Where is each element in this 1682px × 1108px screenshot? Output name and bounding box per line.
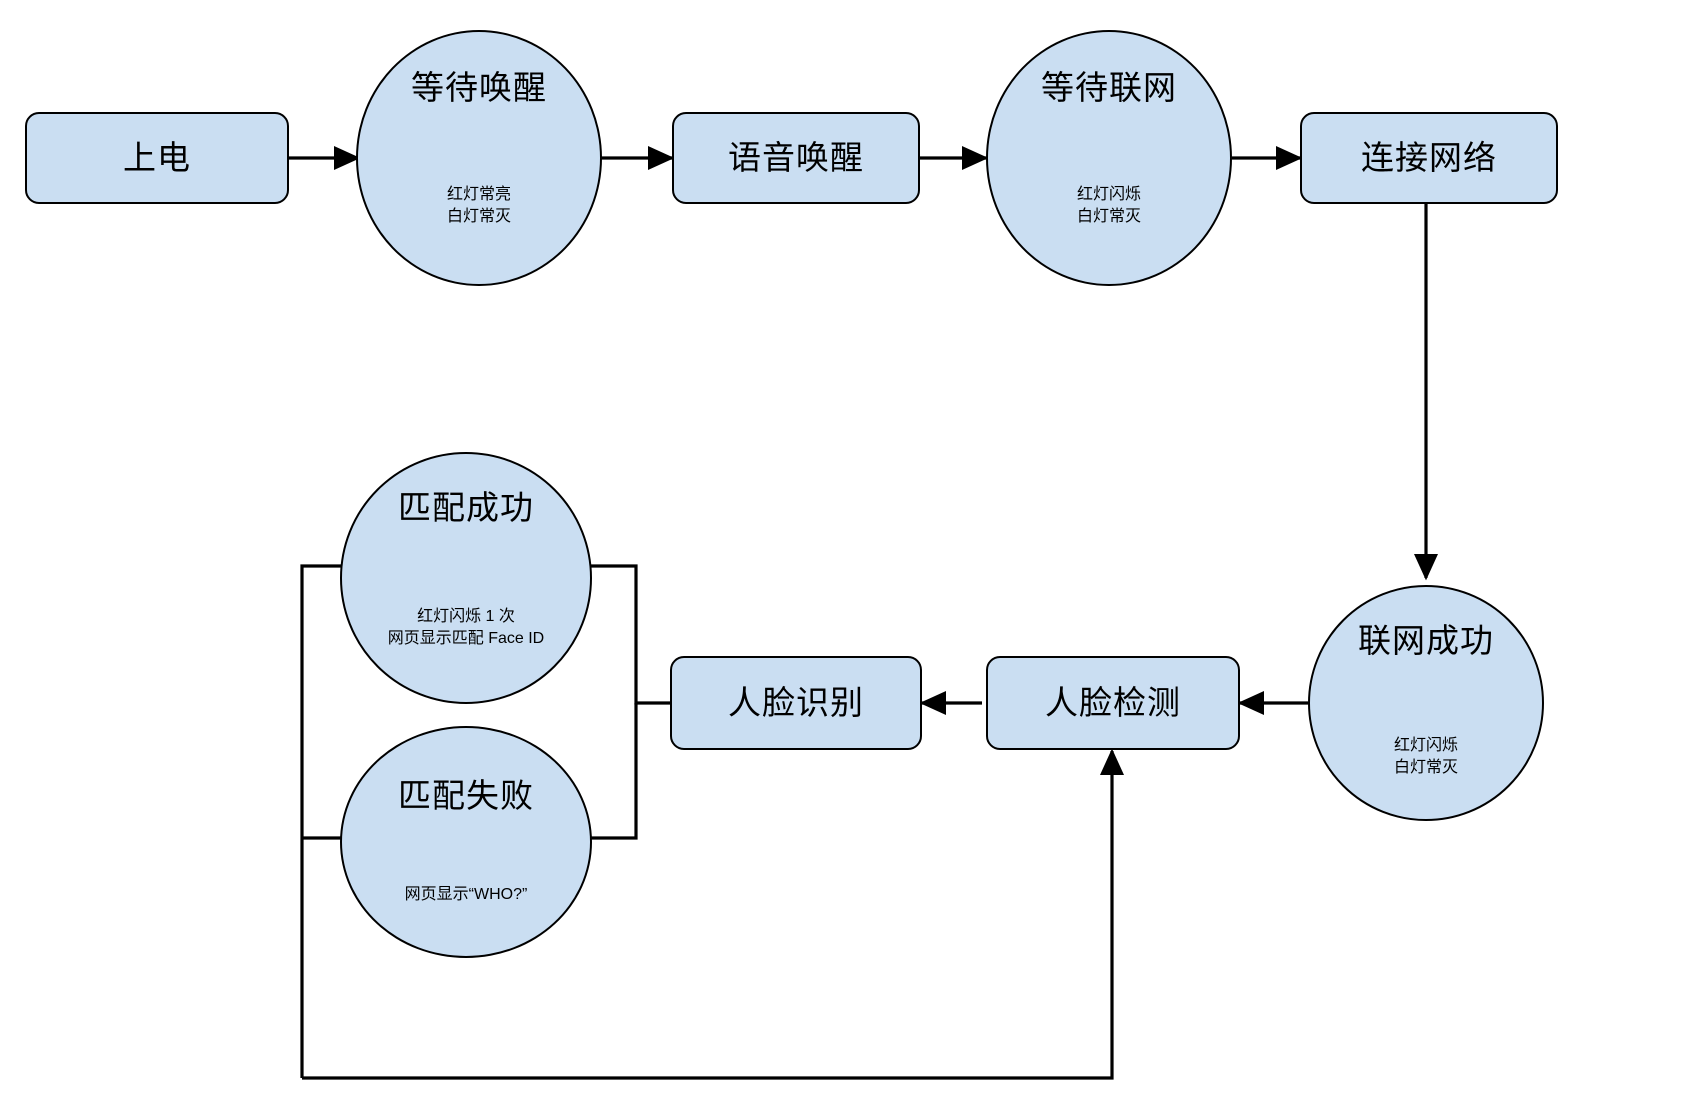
node-match-success[interactable]: 匹配成功 红灯闪烁 1 次 网页显示匹配 Face ID: [340, 452, 592, 704]
node-face-recognize-label: 人脸识别: [728, 683, 864, 721]
node-wait-wakeup-label: 等待唤醒: [411, 69, 547, 106]
node-match-success-label: 匹配成功: [398, 489, 534, 526]
node-match-success-sub: 红灯闪烁 1 次 网页显示匹配 Face ID: [387, 608, 545, 648]
node-network-success-label: 联网成功: [1358, 622, 1494, 659]
node-face-detect[interactable]: 人脸检测: [986, 656, 1240, 750]
node-voice-wakeup[interactable]: 语音唤醒: [672, 112, 920, 204]
node-match-fail-label: 匹配失败: [398, 777, 534, 814]
node-network-success[interactable]: 联网成功 红灯闪烁 白灯常灭: [1308, 585, 1544, 821]
node-match-fail-sub: 网页显示“WHO?”: [404, 886, 528, 903]
node-face-recognize[interactable]: 人脸识别: [670, 656, 922, 750]
node-wait-wakeup[interactable]: 等待唤醒 红灯常亮 白灯常灭: [356, 30, 602, 286]
node-wait-network-label: 等待联网: [1041, 69, 1177, 106]
node-power-on[interactable]: 上电: [25, 112, 289, 204]
node-network-success-sub: 红灯闪烁 白灯常灭: [1393, 737, 1458, 777]
edge-face-recognize-branch: [300, 564, 670, 1078]
node-connect-network[interactable]: 连接网络: [1300, 112, 1558, 204]
node-match-fail[interactable]: 匹配失败 网页显示“WHO?”: [340, 726, 592, 958]
node-wait-wakeup-sub: 红灯常亮 白灯常灭: [446, 186, 511, 226]
node-voice-wakeup-label: 语音唤醒: [728, 138, 864, 176]
node-power-on-label: 上电: [123, 138, 191, 176]
edge-match-fail-to-face-detect: [302, 748, 1124, 1080]
node-face-detect-label: 人脸检测: [1045, 683, 1181, 721]
node-wait-network-sub: 红灯闪烁 白灯常灭: [1076, 186, 1141, 226]
node-wait-network[interactable]: 等待联网 红灯闪烁 白灯常灭: [986, 30, 1232, 286]
node-connect-network-label: 连接网络: [1361, 138, 1497, 176]
